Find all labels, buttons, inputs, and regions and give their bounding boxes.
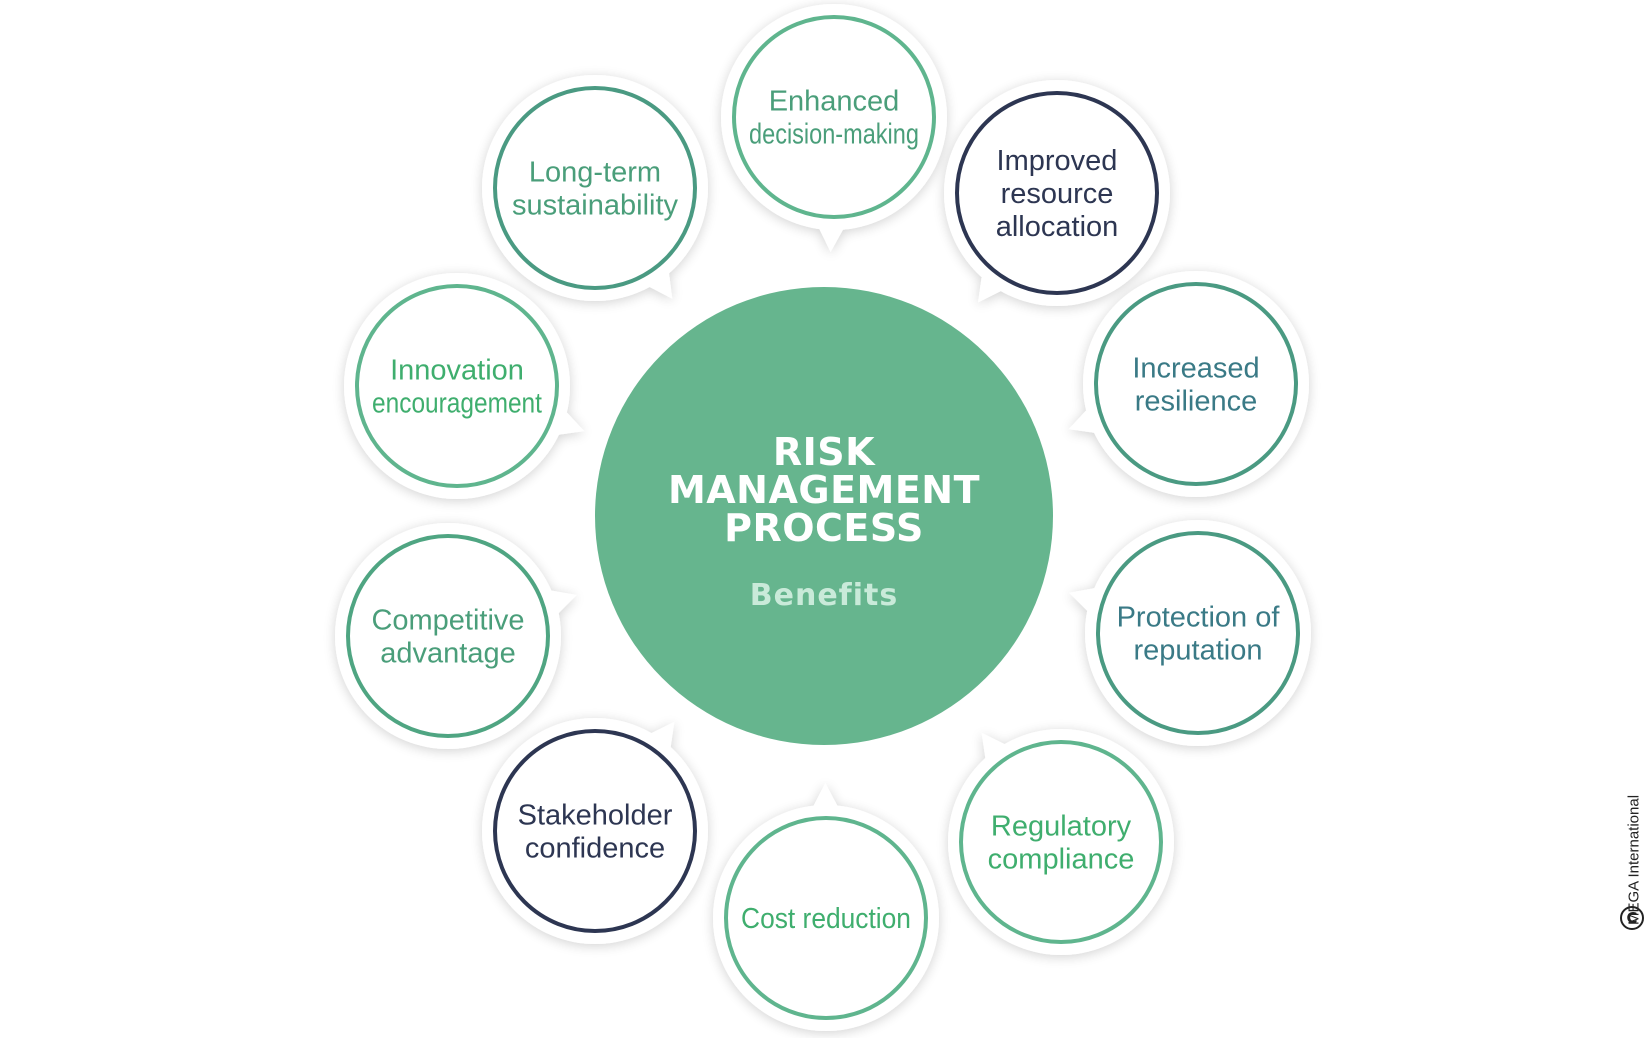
- center-title-line-2: MANAGEMENT: [668, 468, 980, 512]
- copyright-icon: C: [1620, 906, 1644, 930]
- benefit-label-line: allocation: [996, 211, 1119, 243]
- center-title-line-3: PROCESS: [724, 506, 924, 550]
- center-circle: RISK MANAGEMENT PROCESS Benefits: [595, 287, 1053, 745]
- benefit-bubble: Cost reduction: [713, 783, 939, 1031]
- benefit-label-line: confidence: [525, 833, 665, 865]
- bubble-ring: [346, 534, 550, 738]
- center-disc: [595, 287, 1053, 745]
- benefit-label-line: advantage: [380, 638, 515, 670]
- benefit-label-line: Stakeholder: [518, 800, 673, 832]
- bubble-ring: [493, 729, 697, 933]
- bubble-ring: [724, 816, 928, 1020]
- benefit-label-line: Improved: [997, 145, 1118, 177]
- center-subtitle: Benefits: [750, 578, 898, 613]
- bubble-ring: [959, 740, 1163, 944]
- benefit-label-line: decision-making: [749, 117, 919, 150]
- benefit-bubbles: Enhanceddecision-makingImprovedresourcea…: [335, 4, 1311, 1031]
- benefit-label-line: Protection of: [1117, 602, 1281, 634]
- benefit-label-line: Enhanced: [769, 86, 900, 118]
- bubble-ring: [955, 91, 1159, 295]
- benefit-label-line: compliance: [988, 844, 1135, 876]
- bubble-ring: [1094, 282, 1298, 486]
- benefit-label-line: sustainability: [512, 190, 679, 222]
- bubble-ring: [493, 86, 697, 290]
- benefit-label-line: Long-term: [529, 157, 661, 189]
- center-title-line-1: RISK: [773, 430, 876, 474]
- benefit-label-line: encouragement: [372, 387, 542, 419]
- benefit-label-line: Cost reduction: [741, 902, 911, 934]
- bubble-tail: [809, 209, 854, 252]
- benefit-label-line: resilience: [1135, 386, 1258, 418]
- benefit-label-line: Innovation: [390, 355, 524, 387]
- benefit-label-line: reputation: [1134, 635, 1263, 667]
- bubble-ring: [1096, 531, 1300, 735]
- bubble-ring: [355, 284, 559, 488]
- benefit-label-line: resource: [1001, 178, 1114, 210]
- bubble-ring: [732, 15, 936, 219]
- benefit-label-line: Competitive: [371, 605, 524, 637]
- bubble-tail: [803, 783, 848, 826]
- copyright-text: MEGA International: [1625, 794, 1643, 926]
- benefit-label-line: Increased: [1132, 353, 1259, 385]
- benefit-label-line: Regulatory: [991, 811, 1132, 843]
